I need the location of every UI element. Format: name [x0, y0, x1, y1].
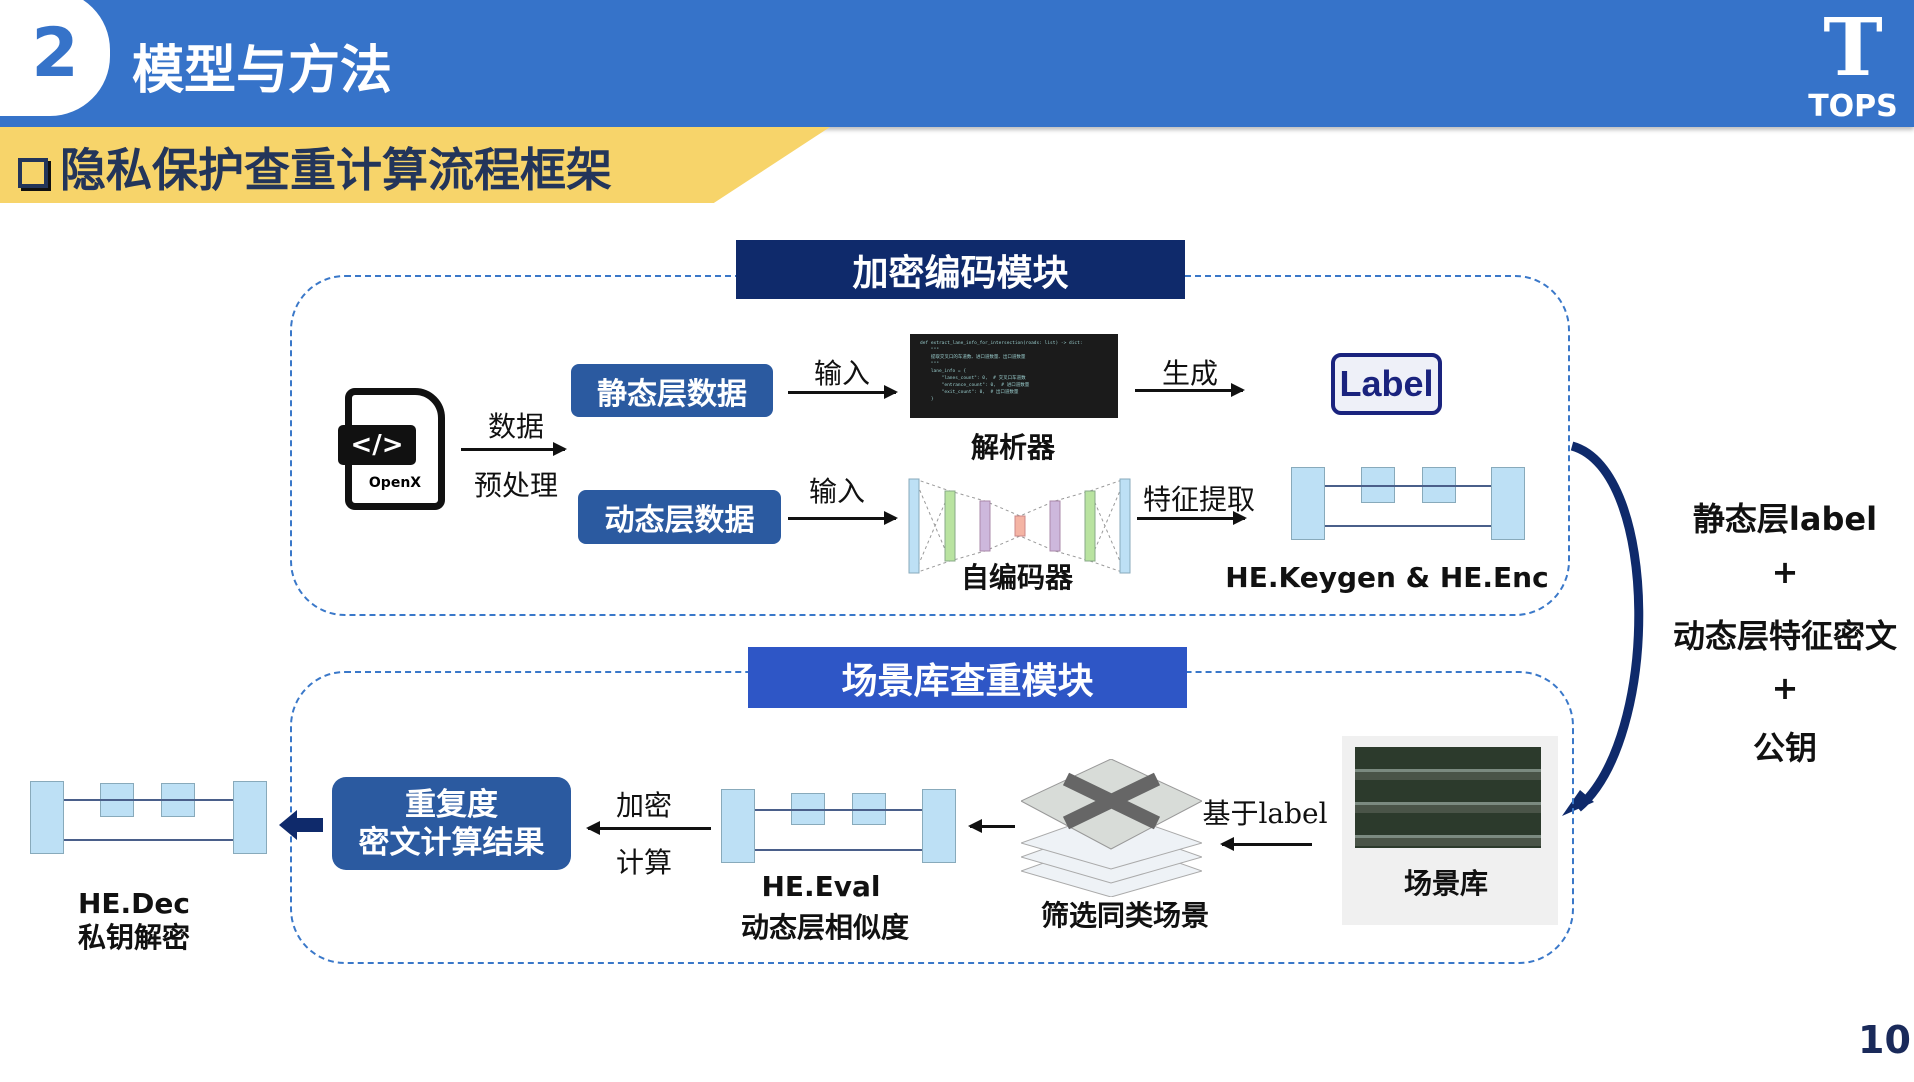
code-line: """ [920, 348, 939, 353]
he-dec-label: HE.Dec [77, 887, 191, 920]
side-note-static-label: 静态层label [1692, 500, 1878, 538]
page-number: 10 [1858, 1018, 1911, 1062]
subtitle: 隐私保护查重计算流程框架 [18, 134, 612, 200]
scene-library-image [1355, 747, 1541, 848]
preprocess-arrow [461, 442, 567, 456]
parser-label: 解析器 [970, 431, 1056, 464]
autoencoder-label: 自编码器 [960, 560, 1074, 596]
page-title: 模型与方法 [132, 41, 393, 101]
subtitle-band [0, 127, 830, 203]
curved-flow-arrow [1562, 441, 1644, 816]
header-bar [0, 0, 1914, 127]
input-label-top: 输入 [813, 357, 871, 390]
he-dec-circuit [30, 781, 267, 854]
code-line: 提取交叉口的车道数、进口道数量、出口道数量 [920, 355, 1026, 360]
dynamic-data-box: 动态层数据 [578, 490, 781, 544]
code-line: lane_info = { [920, 369, 967, 374]
private-key-decrypt-label: 私钥解密 [77, 921, 191, 954]
he-eval-label: HE.Eval [761, 870, 881, 903]
encode-module-title: 加密编码模块 [736, 240, 1185, 299]
label-logo: Label [1331, 353, 1442, 415]
openx-file-icon: </> OpenX [338, 388, 445, 510]
he-keygen-circuit [1291, 467, 1525, 540]
similarity-result-box: 重复度 密文计算结果 [332, 777, 571, 870]
section-number-badge: 2 [0, 0, 110, 116]
code-line: """ [920, 362, 939, 367]
filter-to-eval-arrow [968, 819, 1015, 833]
encrypt-label: 加密 [615, 789, 673, 822]
based-on-label-arrow [1220, 837, 1312, 851]
input-arrow-bottom [788, 511, 898, 525]
he-keygen-label: HE.Keygen & HE.Enc [1225, 561, 1549, 594]
checkbox-square-icon [18, 158, 48, 188]
encrypted-compute-arrow [586, 821, 711, 835]
side-note-plus: + [1771, 553, 1799, 591]
filter-scenes-label: 筛选同类场景 [1040, 899, 1210, 932]
dynamic-similarity-label: 动态层相似度 [740, 911, 910, 944]
feature-extract-label: 特征提取 [1142, 483, 1256, 516]
code-line: } [920, 397, 934, 402]
scene-library-label: 场景库 [1403, 867, 1489, 900]
side-note-public-key: 公钥 [1752, 729, 1818, 767]
input-arrow-top [788, 385, 898, 399]
side-note-plus: + [1771, 669, 1799, 707]
generate-arrow [1135, 383, 1245, 397]
stacked-scene-map [1021, 759, 1202, 897]
preprocess-label-bottom: 预处理 [473, 469, 559, 502]
autoencoder-diagram [908, 478, 1131, 574]
code-line: "entrance_count": 0, # 进口道数量 [920, 383, 1030, 388]
feature-extract-arrow [1137, 511, 1247, 525]
parser-code-image: def extract_lane_info_for_intersection(r… [910, 334, 1118, 418]
result-line-1: 重复度 [405, 786, 498, 823]
based-on-label-text: 基于label [1202, 797, 1328, 830]
static-data-box: 静态层数据 [571, 364, 773, 417]
compute-label: 计算 [615, 846, 673, 879]
input-label-bottom: 输入 [808, 475, 866, 508]
he-eval-circuit [721, 789, 956, 863]
side-note-dynamic-cipher: 动态层特征密文 [1672, 617, 1898, 655]
thick-left-arrow [279, 810, 323, 840]
code-line: "lanes_count": 0, # 交叉口车道数 [920, 376, 1026, 381]
dedup-module-title: 场景库查重模块 [748, 647, 1187, 708]
generate-label: 生成 [1161, 357, 1219, 390]
preprocess-label-top: 数据 [487, 410, 545, 443]
code-line: "exit_count": 0, # 出口道数量 [920, 390, 1019, 395]
result-line-2: 密文计算结果 [358, 824, 545, 861]
code-line: def extract_lane_info_for_intersection(r… [920, 341, 1083, 346]
